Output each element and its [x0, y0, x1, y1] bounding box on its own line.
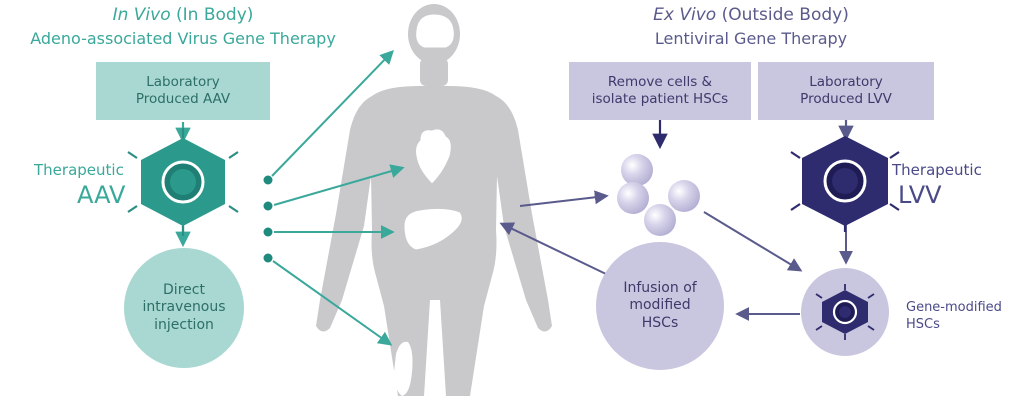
injection-line2: intravenous — [142, 299, 226, 316]
delivery-arrows — [263, 49, 405, 346]
lvv-vector-label: LVV — [898, 181, 942, 209]
infusion-line3: HSCs — [641, 314, 679, 331]
infusion-line2: modified — [629, 297, 691, 314]
lvv-therapeutic-label: Therapeutic — [892, 161, 982, 179]
aav-box-line2: Produced AAV — [135, 91, 231, 107]
aav-vector-label: AAV — [77, 181, 126, 209]
remove-cells-box: Remove cells & isolate patient HSCs — [569, 62, 751, 120]
infusion-line1: Infusion of — [623, 280, 697, 297]
lvv-box-line2: Produced LVV — [800, 91, 892, 107]
ex-vivo-title-rest: (Outside Body) — [716, 5, 849, 25]
aav-therapeutic-label: Therapeutic — [34, 161, 124, 179]
aav-box-line1: Laboratory — [146, 74, 220, 91]
liver-organ — [403, 207, 463, 251]
in-vivo-title-rest: (In Body) — [170, 5, 254, 25]
ex-vivo-title: Ex Vivo (Outside Body) — [610, 5, 892, 26]
muscle-organ — [394, 341, 413, 396]
arrow-hscs-to-genemod — [703, 211, 803, 272]
in-vivo-title-italic: In Vivo — [112, 5, 171, 25]
in-vivo-title: In Vivo (In Body) — [60, 5, 306, 26]
remove-cells-line1: Remove cells & — [607, 74, 713, 91]
arrow-body-to-hscs — [519, 190, 609, 207]
injection-line1: Direct — [163, 282, 205, 299]
gene-mod-line1: Gene-modified — [906, 300, 1002, 315]
aav-hexagon-icon — [127, 128, 239, 236]
lvv-production-box: Laboratory Produced LVV — [758, 62, 934, 120]
ex-vivo-title-italic: Ex Vivo — [653, 5, 717, 25]
remove-cells-line2: isolate patient HSCs — [591, 91, 729, 107]
gene-modified-hexagon-icon — [815, 284, 875, 340]
lvv-hexagon-icon — [790, 136, 900, 232]
human-body-silhouette — [316, 4, 552, 396]
hsc-cells-icon — [617, 154, 700, 236]
brain-organ — [415, 13, 455, 49]
heart-organ — [415, 128, 452, 185]
aav-production-box: Laboratory Produced AAV — [96, 62, 270, 120]
ex-vivo-subtitle: Lentiviral Gene Therapy — [654, 29, 848, 48]
injection-line3: injection — [154, 316, 214, 333]
lvv-box-line1: Laboratory — [809, 74, 883, 91]
direct-injection-circle: Direct intravenous injection — [124, 248, 244, 368]
in-vivo-subtitle: Adeno-associated Virus Gene Therapy — [30, 29, 336, 48]
gene-mod-line2: HSCs — [906, 316, 940, 332]
gene-modified-label: Gene-modified HSCs — [906, 300, 1002, 334]
infusion-circle: Infusion of modified HSCs — [596, 242, 724, 370]
arrow-infusion-to-body — [499, 222, 607, 275]
